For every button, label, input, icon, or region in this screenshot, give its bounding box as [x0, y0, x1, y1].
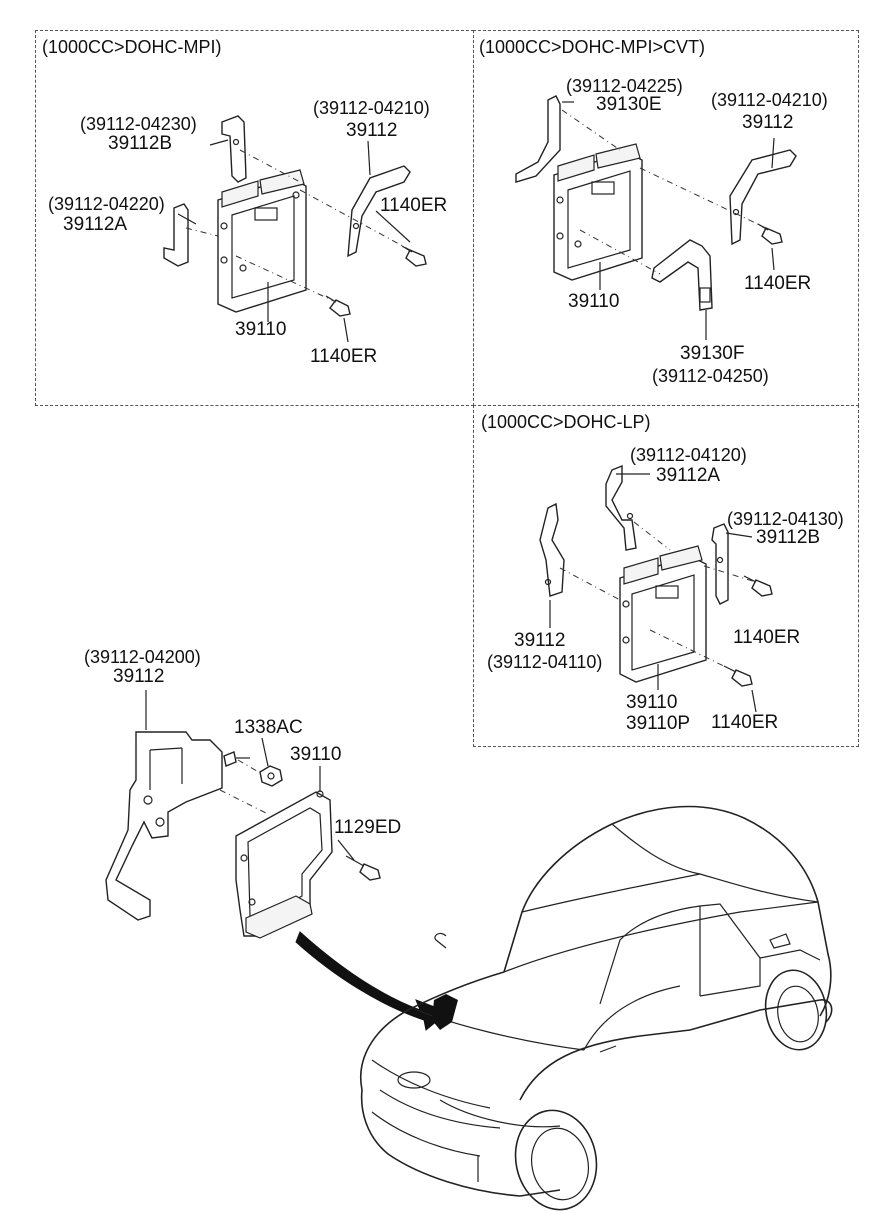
- cvt-39130e-code: (39112-04225): [566, 76, 683, 96]
- main-bolt: [223, 751, 250, 767]
- mpi-bracket-39112a: [163, 203, 189, 267]
- main-1129ed-label: 1129ED: [334, 817, 402, 838]
- lp-bracket-39112a: [605, 464, 637, 551]
- panel-dohc-lp: [473, 405, 859, 747]
- cvt-39110-label: 39110: [568, 291, 620, 312]
- mpi-39112-code: (39112-04210): [313, 98, 430, 118]
- lp-39112-label: 39112: [514, 630, 566, 651]
- main-bracket-39112: [105, 690, 223, 921]
- car-illustration: [360, 805, 833, 1211]
- ecu-location-marker: [432, 994, 458, 1030]
- lp-bolt-1140er-a: [743, 575, 773, 597]
- main-39112-code: (39112-04200): [84, 647, 201, 667]
- mpi-bolt-1140er-b: [325, 295, 351, 317]
- mpi-39112-label: 39112: [346, 120, 398, 141]
- mpi-39110-label: 39110: [235, 319, 287, 340]
- lp-39112-code: (39112-04110): [487, 652, 603, 672]
- cvt-39130f-label: 39130F: [680, 343, 745, 364]
- lp-39110-label: 39110: [626, 692, 678, 713]
- cvt-1140er-label: 1140ER: [744, 273, 812, 294]
- main-nut-1338ac: [259, 765, 283, 787]
- lp-39112a-label: 39112A: [656, 465, 721, 486]
- cvt-39112-code: (39112-04210): [711, 90, 828, 110]
- lp-ecu-unit: [619, 545, 707, 683]
- cvt-bracket-39130f: [651, 239, 713, 311]
- panel-mpi-heading: (1000CC>DOHC-MPI): [42, 37, 222, 57]
- cvt-bracket-39112: [729, 149, 797, 246]
- mpi-1140er-a-label: 1140ER: [380, 195, 448, 216]
- mpi-39112b-label: 39112B: [108, 133, 173, 154]
- cvt-39130f-code: (39112-04250): [652, 366, 769, 386]
- lp-39112b-label: 39112B: [756, 527, 821, 548]
- main-39110-label: 39110: [290, 744, 342, 765]
- mpi-1140er-b-label: 1140ER: [310, 346, 378, 367]
- location-arrow: [295, 931, 449, 1031]
- mpi-bracket-39112: [347, 165, 411, 258]
- lp-bolt-1140er-b: [723, 665, 753, 687]
- mpi-39112b-code: (39112-04230): [80, 114, 197, 134]
- mpi-39112a-code: (39112-04220): [48, 194, 165, 214]
- main-bolt-1129ed: [345, 855, 381, 881]
- panel-lp-heading: (1000CC>DOHC-LP): [481, 412, 651, 432]
- cvt-bolt-1140er: [757, 223, 783, 245]
- lp-39112b-code: (39112-04130): [727, 509, 844, 529]
- lp-39110p-label: 39110P: [626, 713, 691, 734]
- main-1338ac-label: 1338AC: [234, 717, 303, 738]
- lp-bracket-39112b: [711, 523, 729, 605]
- mpi-39112a-label: 39112A: [63, 214, 128, 235]
- main-39112-label: 39112: [113, 666, 165, 687]
- mpi-ecu-unit: [217, 169, 307, 313]
- cvt-bracket-39130e: [515, 95, 561, 183]
- panel-cvt-heading: (1000CC>DOHC-MPI>CVT): [479, 37, 706, 57]
- mpi-bracket-39112b: [221, 115, 247, 183]
- lp-39112a-code: (39112-04120): [630, 445, 747, 465]
- cvt-39112-label: 39112: [742, 112, 794, 133]
- cvt-ecu-unit: [553, 143, 643, 281]
- lp-bracket-39112: [539, 502, 565, 597]
- mpi-bolt-1140er-a: [401, 245, 427, 267]
- lp-1140er-b-label: 1140ER: [711, 712, 779, 733]
- cvt-39130e-label: 39130E: [596, 94, 662, 115]
- lp-1140er-a-label: 1140ER: [733, 627, 801, 648]
- main-ecu-39110: [235, 790, 333, 939]
